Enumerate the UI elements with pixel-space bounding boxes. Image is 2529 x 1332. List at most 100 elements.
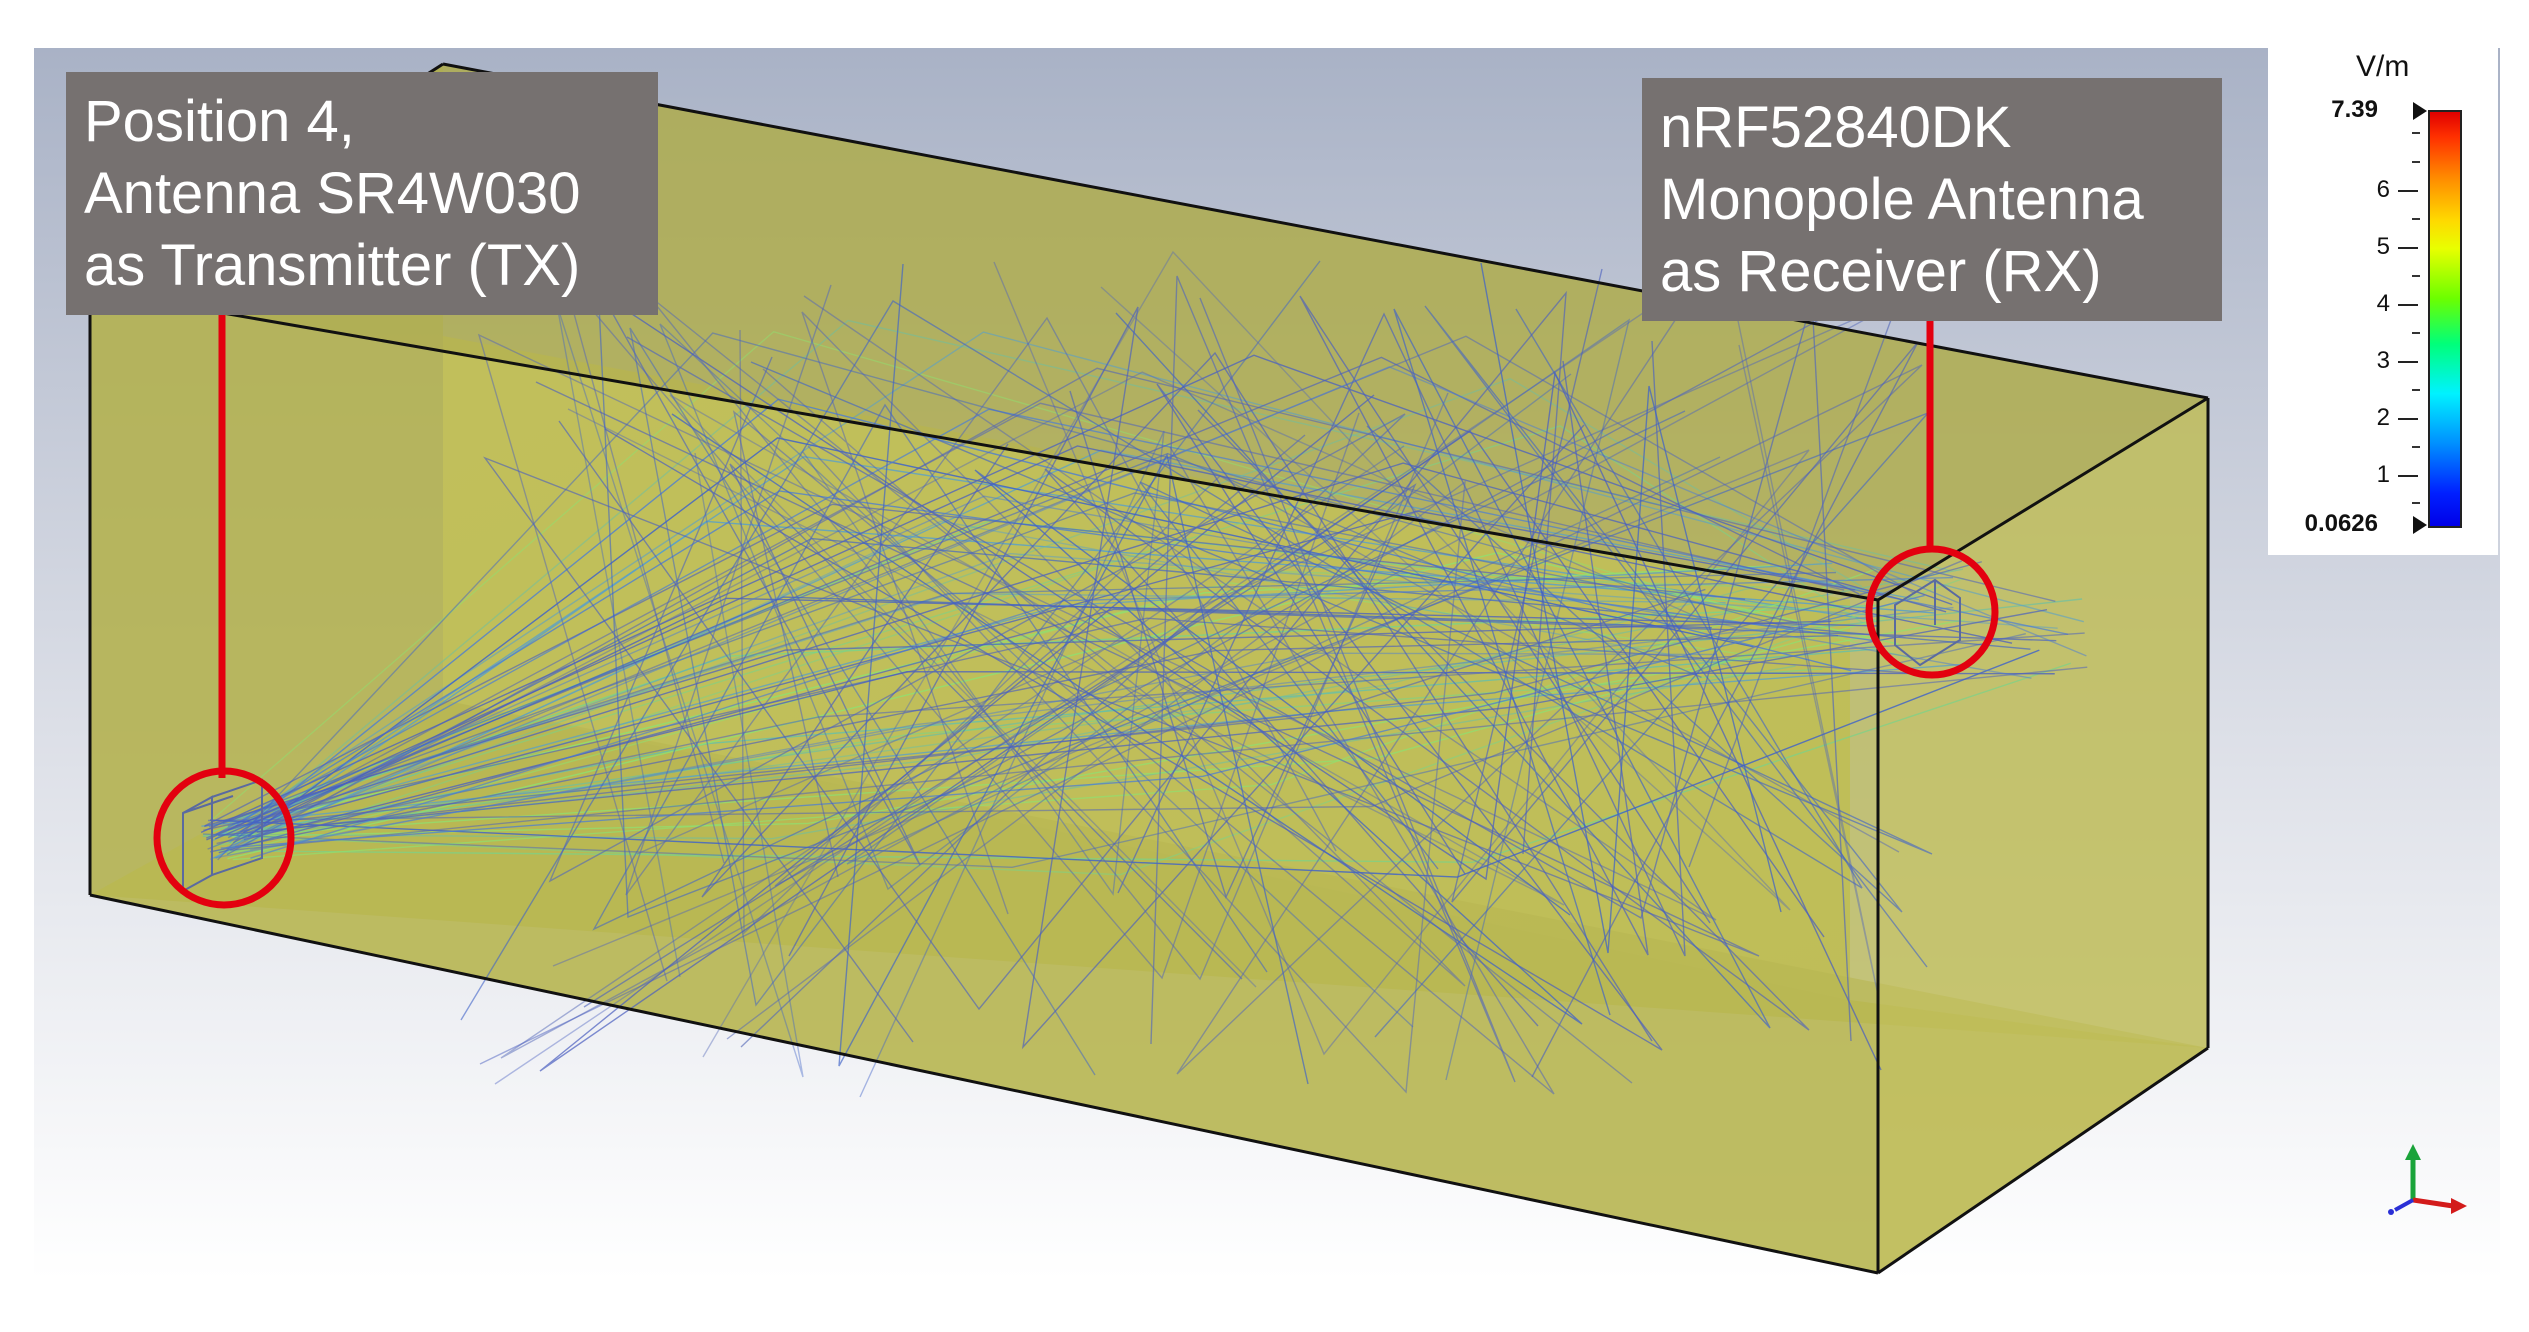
legend-max-label: 7.39	[2331, 96, 2378, 123]
ray-path	[750, 361, 1933, 870]
ray-path	[247, 437, 1754, 838]
legend-minor-tick	[2412, 132, 2420, 134]
tx-antenna-wireframe	[182, 778, 263, 893]
ray-path	[1480, 262, 1782, 954]
rx-marker-circle	[1865, 545, 1999, 679]
rx-callout-line-1: nRF52840DK	[1660, 95, 2012, 160]
ray-path	[838, 263, 1309, 1085]
ray-path	[206, 445, 2013, 841]
ray-path	[1044, 409, 1810, 1031]
ray-path	[256, 495, 2032, 821]
legend-tick	[2398, 247, 2418, 249]
ray-path	[227, 377, 1863, 843]
ray-path	[246, 319, 1950, 827]
ray-path	[460, 300, 1863, 1021]
ray-path	[567, 394, 1565, 988]
ray-path	[220, 594, 1925, 849]
legend-tick-label: 4	[2376, 290, 2390, 317]
ray-path	[552, 261, 1810, 1056]
ray-path	[218, 608, 2057, 854]
ray-path	[230, 666, 2088, 852]
ray-path	[732, 410, 1555, 1095]
legend-minor-tick	[2412, 275, 2420, 277]
legend-tick	[2398, 304, 2418, 306]
ray-path	[207, 335, 1916, 850]
ray-path	[483, 381, 1760, 1043]
legend-minor-tick	[2412, 332, 2420, 334]
box-edges	[88, 62, 2210, 1275]
ray-path	[240, 565, 1771, 827]
legend-tick	[2398, 475, 2418, 477]
ray-path	[256, 561, 1982, 833]
xyz-axes-icon	[2388, 1144, 2467, 1215]
legend-unit: V/m	[2356, 50, 2410, 83]
legend-minor-tick	[2412, 389, 2420, 391]
ray-path	[229, 455, 1878, 844]
ray-path	[204, 620, 1832, 828]
ray-path	[1366, 305, 1928, 968]
ray-path	[249, 652, 1718, 851]
ray-path	[701, 351, 1653, 1042]
ray-path	[208, 571, 1836, 828]
legend-minor-tick	[2412, 218, 2420, 220]
ray-path	[225, 366, 2087, 849]
ray-path	[203, 633, 2026, 869]
legend-tick-label: 2	[2376, 404, 2390, 431]
ray-paths	[200, 250, 2088, 1098]
rx-callout: nRF52840DK Monopole Antenna as Receiver …	[1642, 78, 2222, 321]
ray-path	[625, 284, 1337, 896]
ray-path	[583, 390, 1417, 1008]
ray-path	[242, 520, 1731, 847]
ray-path	[226, 367, 2056, 856]
ray-path	[846, 318, 1721, 1081]
ray-path	[1115, 308, 1771, 1029]
ray-path	[739, 329, 1900, 935]
ray-path	[1117, 312, 1686, 957]
ray-path	[477, 295, 1717, 982]
legend-tick	[2398, 190, 2418, 192]
ray-path	[232, 568, 1877, 861]
ray-path	[235, 588, 1706, 827]
tx-callout-line-3: as Transmitter (TX)	[84, 233, 581, 298]
ray-path	[1299, 295, 1711, 956]
ray-path	[626, 298, 1852, 1042]
rx-callout-line-2: Monopole Antenna	[1660, 167, 2144, 232]
ray-path	[603, 297, 1243, 980]
tx-marker-circle	[153, 767, 295, 909]
ray-path	[227, 402, 1845, 839]
ray-path	[647, 294, 1633, 1084]
ray-path	[205, 356, 1860, 839]
ray-path	[558, 290, 1567, 1011]
box-front-face	[90, 290, 1878, 1273]
legend-min-label: 0.0626	[2304, 510, 2378, 537]
ray-path	[659, 323, 1572, 1028]
ray-path	[479, 280, 1923, 1075]
ray-path	[227, 552, 1900, 860]
legend-max-arrow-icon	[2413, 102, 2427, 120]
tx-callout: Position 4, Antenna SR4W030 as Transmitt…	[66, 72, 658, 315]
legend-tick-label: 3	[2376, 347, 2390, 374]
ray-path	[227, 462, 1947, 831]
ray-path	[200, 354, 1953, 834]
legend-min-arrow-icon	[2413, 516, 2427, 534]
legend-tick-label: 6	[2376, 176, 2390, 203]
legend-tick-label: 5	[2376, 233, 2390, 260]
tx-callout-line-2: Antenna SR4W030	[84, 161, 581, 226]
rx-callout-line-3: as Receiver (RX)	[1660, 239, 2102, 304]
legend-minor-tick	[2412, 502, 2420, 504]
legend-tick	[2398, 418, 2418, 420]
ray-path	[563, 276, 1360, 980]
ray-path	[221, 665, 1796, 840]
legend-minor-tick	[2412, 446, 2420, 448]
ray-path	[539, 394, 1825, 1072]
rx-antenna-wireframe	[1894, 578, 1961, 667]
color-legend: V/m 7.39 6 5 4 3 2 1 0.0626	[2268, 40, 2498, 555]
legend-color-bar	[2428, 110, 2462, 528]
ray-path	[207, 425, 1869, 839]
ray-path	[227, 492, 1798, 827]
ray-path	[726, 445, 1466, 1094]
legend-minor-tick	[2412, 161, 2420, 163]
legend-tick-label: 1	[2376, 461, 2390, 488]
ray-path	[1150, 275, 1516, 1083]
